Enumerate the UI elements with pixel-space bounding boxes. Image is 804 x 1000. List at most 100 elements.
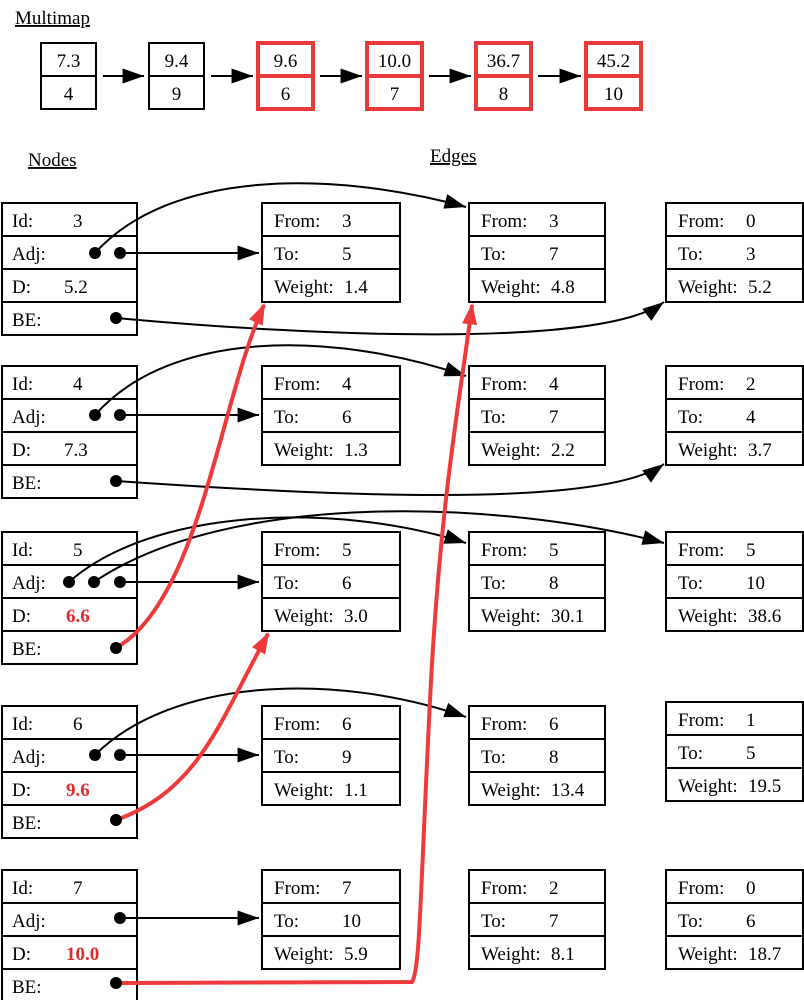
- node-d-label: D:: [12, 440, 31, 461]
- pointer-dot: [110, 977, 122, 989]
- edge-weight-value: 5.9: [344, 944, 368, 965]
- multimap-value: 8: [499, 84, 509, 105]
- node-d-label: D:: [12, 277, 31, 298]
- multimap-heading: Multimap: [15, 8, 90, 29]
- edge-from-value: 1: [746, 710, 756, 731]
- node-adj-label: Adj:: [12, 244, 46, 265]
- edge-to-label: To:: [274, 573, 299, 594]
- multimap-key: 7.3: [57, 51, 81, 72]
- adj-pointer: [94, 344, 467, 416]
- pointer-dot: [114, 247, 126, 259]
- node-d-value: 7.3: [64, 440, 88, 461]
- edge-weight-label: Weight:: [481, 780, 541, 801]
- edge-to-label: To:: [481, 911, 506, 932]
- pointer-dot: [110, 312, 122, 324]
- edge-weight-value: 4.8: [551, 277, 575, 298]
- edge-box: [468, 705, 606, 806]
- edge-weight-value: 1.3: [344, 440, 368, 461]
- edge-weight-value: 5.2: [748, 277, 772, 298]
- edge-from-value: 5: [342, 540, 352, 561]
- edge-weight-label: Weight:: [678, 440, 738, 461]
- pointer-dot: [89, 749, 101, 761]
- pointer-dot: [114, 749, 126, 761]
- adj-pointer: [68, 516, 467, 583]
- edge-from-label: From:: [678, 878, 724, 899]
- edge-to-value: 4: [746, 407, 756, 428]
- node-adj-label: Adj:: [12, 573, 46, 594]
- edge-to-label: To:: [678, 911, 703, 932]
- edge-from-value: 5: [549, 540, 559, 561]
- edge-weight-label: Weight:: [274, 944, 334, 965]
- pointer-dot: [114, 576, 126, 588]
- multimap-key: 10.0: [378, 51, 411, 72]
- edge-to-value: 7: [549, 244, 559, 265]
- multimap-entry: 7.34: [40, 42, 97, 110]
- nodes-heading: Nodes: [28, 150, 77, 171]
- pointer-dot: [114, 409, 126, 421]
- edge-weight-label: Weight:: [481, 277, 541, 298]
- pointer-dot: [110, 814, 122, 826]
- edge-weight-label: Weight:: [678, 944, 738, 965]
- multimap-key: 9.4: [165, 51, 189, 72]
- edge-to-value: 7: [549, 407, 559, 428]
- adj-pointer: [93, 510, 665, 583]
- edge-from-value: 2: [549, 878, 559, 899]
- pointer-dot: [89, 409, 101, 421]
- edge-to-value: 3: [746, 244, 756, 265]
- node-id-value: 3: [73, 211, 83, 232]
- multimap-entry: 9.66: [256, 41, 315, 111]
- edge-to-label: To:: [481, 244, 506, 265]
- back-edge-pointer: [115, 302, 478, 985]
- node-be-label: BE:: [12, 639, 42, 660]
- node-d-value: 10.0: [66, 944, 99, 965]
- edge-to-label: To:: [481, 747, 506, 768]
- pointer-dot: [89, 247, 101, 259]
- back-edge-pointer: [115, 301, 665, 336]
- back-edge-pointer: [115, 303, 266, 650]
- multimap-value: 7: [390, 84, 400, 105]
- multimap-entry: 45.210: [584, 41, 643, 111]
- edge-to-label: To:: [274, 244, 299, 265]
- edge-box: [665, 531, 804, 632]
- edge-from-label: From:: [481, 714, 527, 735]
- node-be-label: BE:: [12, 473, 42, 494]
- edge-from-value: 5: [746, 540, 756, 561]
- edge-to-label: To:: [481, 573, 506, 594]
- edge-box: [665, 202, 804, 303]
- edge-from-value: 6: [549, 714, 559, 735]
- edge-weight-value: 1.1: [344, 780, 368, 801]
- node-id-label: Id:: [12, 878, 33, 899]
- node-be-label: BE:: [12, 977, 42, 998]
- edge-from-label: From:: [274, 211, 320, 232]
- edge-weight-value: 1.4: [344, 277, 368, 298]
- edge-from-value: 4: [549, 374, 559, 395]
- edge-weight-label: Weight:: [678, 606, 738, 627]
- node-adj-label: Adj:: [12, 911, 46, 932]
- edge-weight-label: Weight:: [274, 780, 334, 801]
- edge-from-value: 7: [342, 878, 352, 899]
- edge-from-label: From:: [678, 540, 724, 561]
- node-id-label: Id:: [12, 714, 33, 735]
- edge-box: [665, 701, 804, 802]
- edge-to-value: 6: [342, 573, 352, 594]
- pointer-dot: [63, 576, 75, 588]
- edge-to-value: 6: [342, 407, 352, 428]
- edge-to-label: To:: [678, 407, 703, 428]
- edge-from-label: From:: [274, 878, 320, 899]
- edge-weight-label: Weight:: [678, 277, 738, 298]
- multimap-value: 10: [604, 84, 623, 105]
- edge-from-label: From:: [481, 211, 527, 232]
